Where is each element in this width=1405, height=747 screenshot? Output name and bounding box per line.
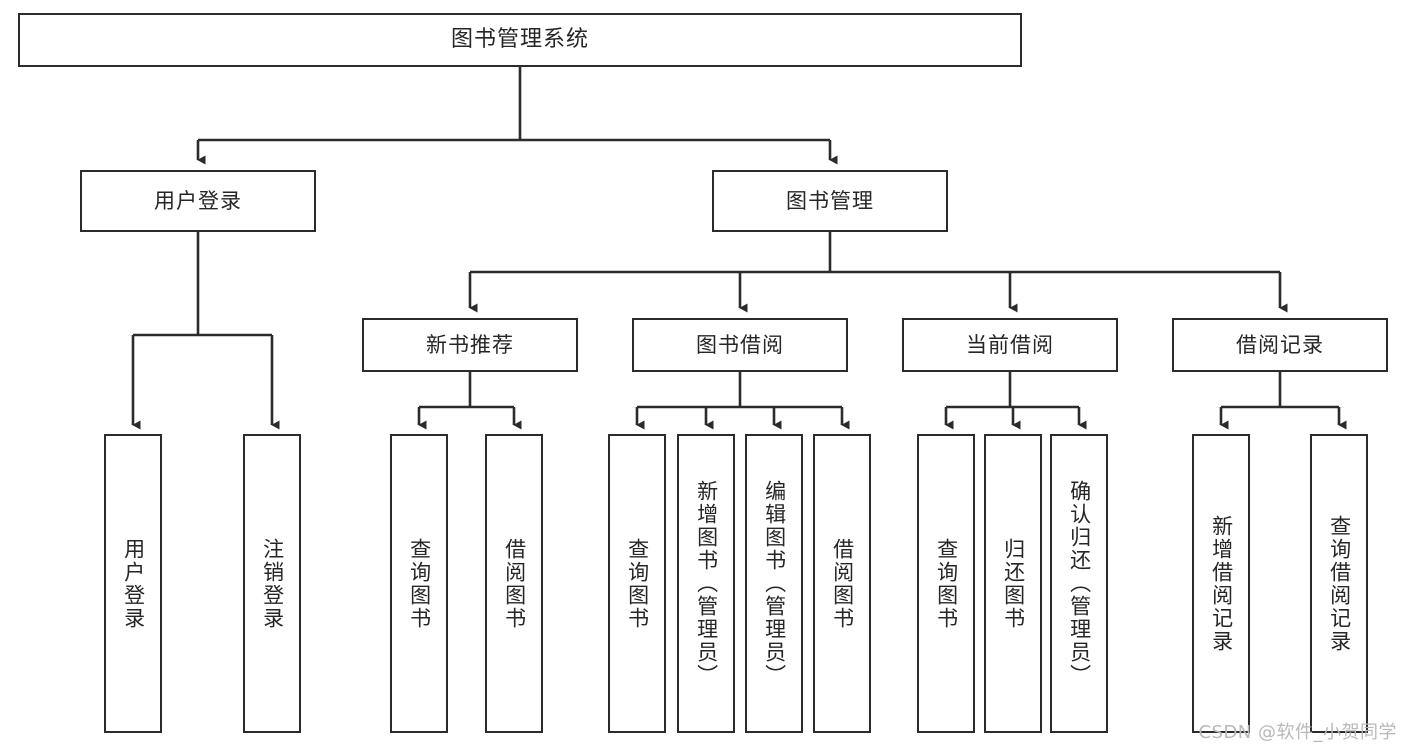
node-label: 新书推荐 xyxy=(426,332,514,357)
node-leaf-add-record[interactable]: 新增借阅记录 xyxy=(1192,434,1250,733)
node-leaf-borrow-book-1[interactable]: 借阅图书 xyxy=(485,434,543,733)
node-leaf-edit-book[interactable]: 编辑图书（管理员） xyxy=(745,434,803,733)
node-label: 图书管理系统 xyxy=(450,27,589,53)
watermark-text: CSDN @软件_小贺同学 xyxy=(1198,722,1397,743)
node-current-borrow[interactable]: 当前借阅 xyxy=(902,318,1118,372)
node-root[interactable]: 图书管理系统 xyxy=(18,13,1022,67)
node-label: 当前借阅 xyxy=(966,332,1054,357)
node-label: 查询图书 xyxy=(625,537,650,630)
node-label: 注销登录 xyxy=(260,537,285,630)
node-label: 查询图书 xyxy=(407,537,432,630)
node-leaf-query-book-2[interactable]: 查询图书 xyxy=(608,434,666,733)
node-borrow-record[interactable]: 借阅记录 xyxy=(1172,318,1388,372)
node-leaf-user-logout[interactable]: 注销登录 xyxy=(243,434,301,733)
node-leaf-query-book-3[interactable]: 查询图书 xyxy=(917,434,975,733)
node-label: 查询借阅记录 xyxy=(1327,514,1352,653)
node-label: 借阅图书 xyxy=(830,537,855,630)
node-new-book-recommend[interactable]: 新书推荐 xyxy=(362,318,578,372)
node-leaf-confirm-return[interactable]: 确认归还（管理员） xyxy=(1050,434,1108,733)
node-label: 图书借阅 xyxy=(696,332,784,357)
node-label: 编辑图书（管理员） xyxy=(762,480,787,687)
node-leaf-borrow-book-2[interactable]: 借阅图书 xyxy=(813,434,871,733)
node-label: 借阅图书 xyxy=(502,537,527,630)
node-label: 查询图书 xyxy=(934,537,959,630)
node-label: 用户登录 xyxy=(154,188,242,213)
node-book-manage[interactable]: 图书管理 xyxy=(712,170,948,232)
node-user-login[interactable]: 用户登录 xyxy=(80,170,316,232)
node-label: 新增图书（管理员） xyxy=(694,480,719,687)
node-label: 图书管理 xyxy=(786,188,874,213)
node-book-borrow[interactable]: 图书借阅 xyxy=(632,318,848,372)
node-label: 确认归还（管理员） xyxy=(1067,480,1092,687)
node-leaf-query-book-1[interactable]: 查询图书 xyxy=(390,434,448,733)
node-label: 新增借阅记录 xyxy=(1209,514,1234,653)
node-leaf-query-record[interactable]: 查询借阅记录 xyxy=(1310,434,1368,733)
node-leaf-return-book[interactable]: 归还图书 xyxy=(984,434,1042,733)
node-label: 用户登录 xyxy=(121,537,146,630)
node-leaf-add-book[interactable]: 新增图书（管理员） xyxy=(677,434,735,733)
node-label: 借阅记录 xyxy=(1236,332,1324,357)
node-leaf-user-login[interactable]: 用户登录 xyxy=(104,434,162,733)
node-label: 归还图书 xyxy=(1001,537,1026,630)
